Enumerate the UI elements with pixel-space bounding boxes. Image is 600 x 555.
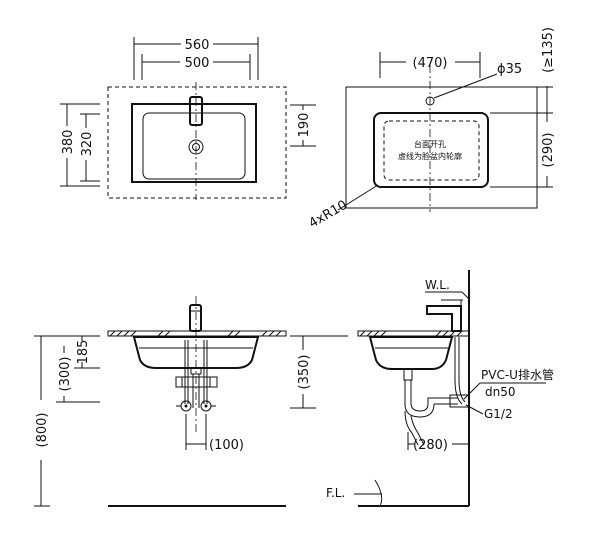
basin-depth-label: 185 xyxy=(76,340,91,365)
side-view: W.L. PVC-U排水管 dn50 G1/2 F.L. (350) xyxy=(290,270,554,507)
wall-offset-label: (280) xyxy=(413,438,448,453)
outer-width-label: 560 xyxy=(185,38,210,53)
side-faucet xyxy=(426,305,462,332)
water-level-label: W.L. xyxy=(425,278,450,292)
inner-depth-label: 320 xyxy=(80,132,95,157)
top-view-basin-rim xyxy=(131,103,257,183)
tap-hole-label: ϕ35 xyxy=(497,62,522,77)
top-view-outer-outline xyxy=(107,86,287,199)
inner-width-label: 500 xyxy=(185,56,210,71)
top-view: 560 500 380 320 190 xyxy=(60,37,316,200)
wall-flange xyxy=(449,394,470,408)
inlet-height-label: (300) xyxy=(58,357,73,392)
basin-inner-outline-dashed xyxy=(383,120,480,181)
side-basin xyxy=(368,336,454,370)
front-basin xyxy=(132,336,260,369)
drain-pipe-label: PVC-U排水管 xyxy=(481,367,554,382)
drain-height-label: (350) xyxy=(297,355,312,390)
outer-depth-label: 380 xyxy=(61,130,76,155)
cutout-note-line2: 虚线为脸盆内轮廓 xyxy=(398,151,462,161)
front-view: (800) (300) 185 (100) xyxy=(34,296,287,507)
tap-hole-icon xyxy=(425,96,435,106)
tap-to-drain-label: 190 xyxy=(297,113,312,138)
countertop-cutout xyxy=(373,112,489,188)
countertop-panel xyxy=(345,86,538,209)
drain-pipe-size-label: dn50 xyxy=(485,385,516,399)
thread-size-label: G1/2 xyxy=(484,407,513,421)
cutout-note-line1: 台面开孔 xyxy=(414,139,446,149)
edge-gap-label: (≥135) xyxy=(541,27,556,73)
corner-radius-label: 4xR10 xyxy=(307,198,350,232)
cut-width-label: (470) xyxy=(413,56,448,71)
total-height-label: (800) xyxy=(35,413,50,448)
cutout-view: 台面开孔 虚线为脸盆内轮廓 (470) ϕ35 (≥135) (290) 4xR… xyxy=(307,27,557,231)
cut-depth-label: (290) xyxy=(541,133,556,168)
top-view-faucet xyxy=(189,96,203,126)
top-view-drain-inner-icon xyxy=(192,143,200,151)
top-view-basin-bowl xyxy=(142,112,246,180)
inlet-spacing-label: (100) xyxy=(209,438,244,453)
front-faucet xyxy=(189,304,202,332)
top-view-drain-icon xyxy=(188,139,204,155)
floor-level-label: F.L. xyxy=(326,486,345,500)
